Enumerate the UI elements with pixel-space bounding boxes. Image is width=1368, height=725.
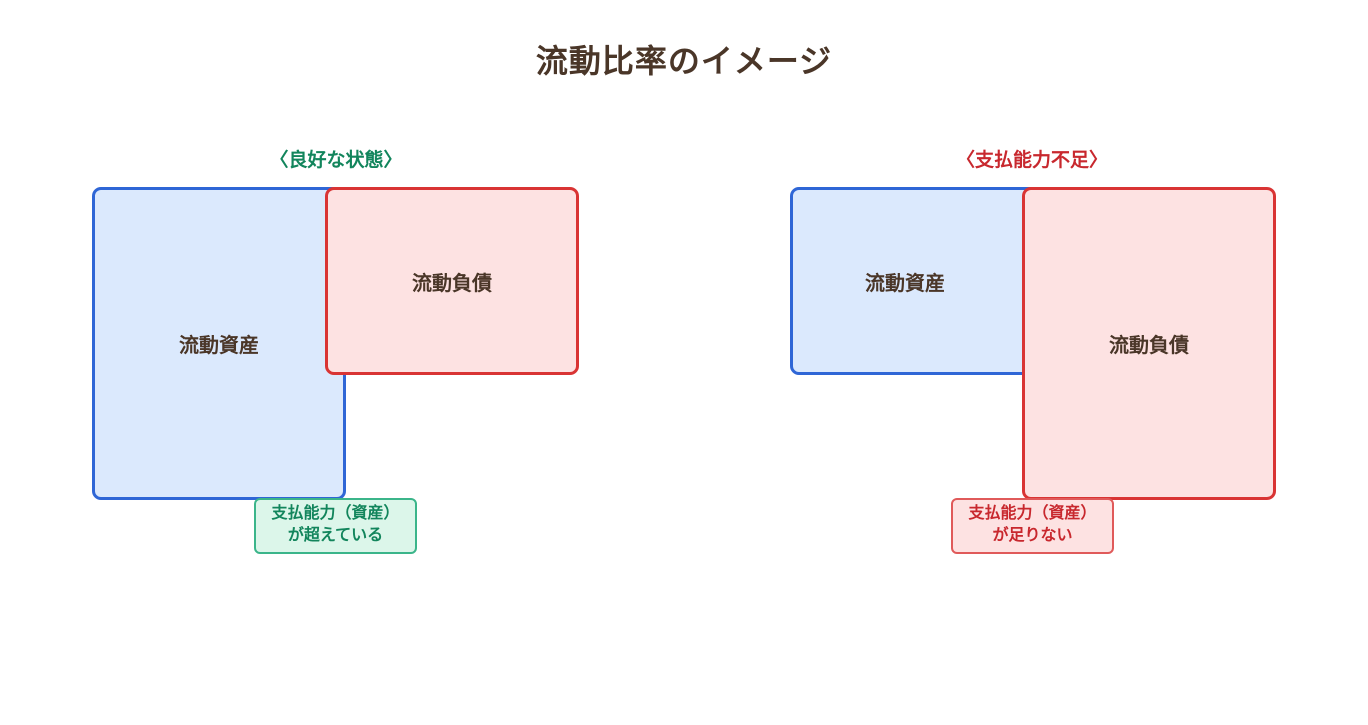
bad-current-assets-box: 流動資産 (790, 187, 1044, 375)
good-state-heading: 〈良好な状態〉 (269, 149, 403, 171)
bad-state-note: 支払能力（資産） が足りない (951, 498, 1114, 554)
panel-bad-state: 〈支払能力不足〉 流動資産 流動負債 支払能力（資産） が足りない (684, 0, 1368, 725)
good-current-assets-label: 流動資産 (179, 333, 259, 357)
bad-current-liabilities-box: 流動負債 (1022, 187, 1276, 500)
good-current-assets-box: 流動資産 (92, 187, 346, 500)
bad-current-assets-label: 流動資産 (865, 270, 945, 295)
bad-current-liabilities-label: 流動負債 (1109, 333, 1189, 357)
good-state-note: 支払能力（資産） が超えている (254, 498, 417, 554)
bad-state-heading: 〈支払能力不足〉 (955, 149, 1108, 171)
panel-good-state: 〈良好な状態〉 流動資産 流動負債 支払能力（資産） が超えている (92, 149, 579, 554)
good-current-liabilities-box: 流動負債 (325, 187, 579, 375)
good-current-liabilities-label: 流動負債 (412, 270, 492, 295)
diagram-title: 流動比率のイメージ (535, 42, 833, 80)
